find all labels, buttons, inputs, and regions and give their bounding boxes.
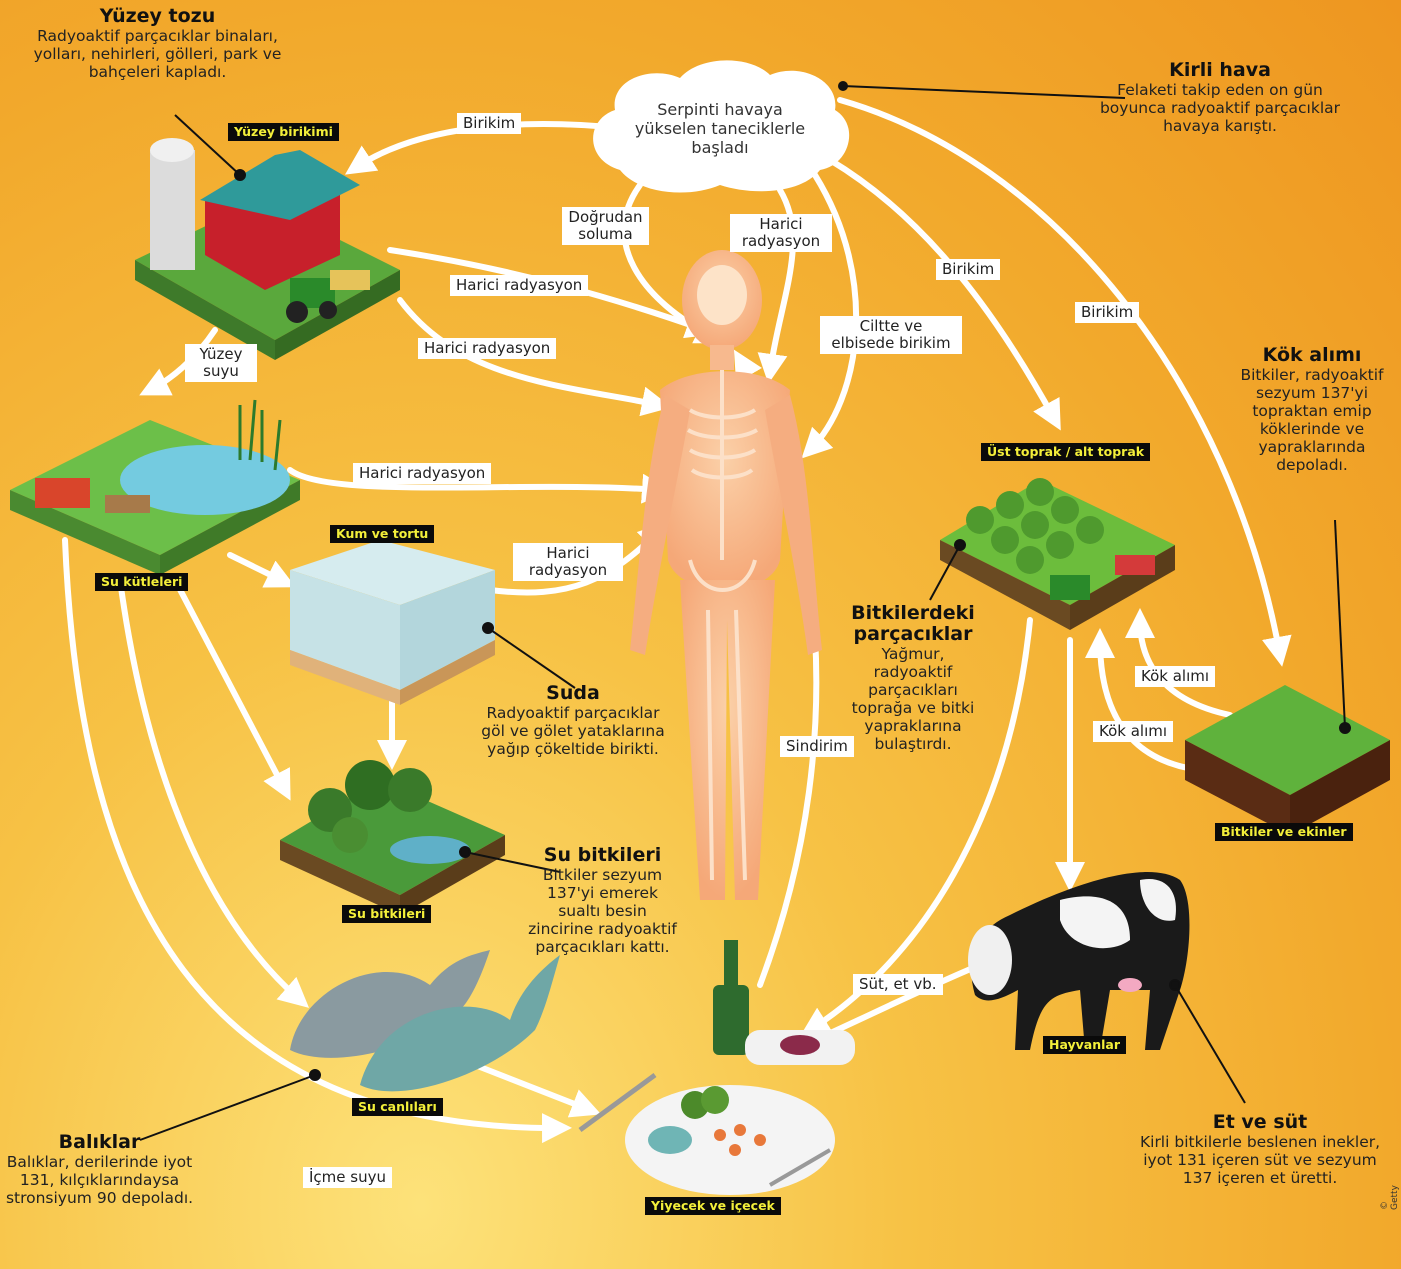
caption-bitkilerdeki-text: Yağmur, radyoaktif parçacıkları toprağa … [848, 645, 978, 753]
caption-su-bitkileri-title: Su bitkileri [525, 845, 680, 866]
caption-yuzey-tozu-title: Yüzey tozu [30, 6, 285, 27]
label-kok-alimi-1: Kök alımı [1135, 666, 1215, 687]
caption-suda-text: Radyoaktif parçacıklar göl ve gölet yata… [478, 704, 668, 758]
tag-ust-toprak: Üst toprak / alt toprak [981, 443, 1150, 461]
tag-hayvanlar: Hayvanlar [1043, 1036, 1126, 1054]
label-sut-et: Süt, et vb. [853, 974, 943, 995]
caption-suda-title: Suda [478, 683, 668, 704]
human-body-illustration [630, 250, 822, 900]
cloud-text: Serpinti havaya yükselen taneciklerle ba… [625, 100, 815, 157]
farm-illustration [135, 138, 400, 360]
label-harici-2: Harici radyasyon [418, 338, 556, 359]
label-harici-4: Harici radyasyon [513, 543, 623, 581]
caption-kok-alimi: Kök alımı Bitkiler, radyoaktif sezyum 13… [1228, 345, 1396, 474]
leader-kirli-hava [843, 86, 1125, 98]
caption-su-bitkileri: Su bitkileri Bitkiler sezyum 137'yi emer… [525, 845, 680, 956]
caption-kirli-hava: Kirli hava Felaketi takip eden on gün bo… [1095, 60, 1345, 135]
caption-kok-alimi-text: Bitkiler, radyoaktif sezyum 137'yi topra… [1228, 366, 1396, 474]
fish-illustration [290, 950, 560, 1091]
caption-yuzey-tozu: Yüzey tozu Radyoaktif parçacıklar binala… [30, 6, 285, 81]
label-dogrudan-soluma: Doğrudan soluma [562, 207, 649, 245]
caption-et-sut-text: Kirli bitkilerle beslenen inekler, iyot … [1135, 1133, 1385, 1187]
tag-bitkiler-ekinler: Bitkiler ve ekinler [1215, 823, 1353, 841]
label-harici-3: Harici radyasyon [353, 463, 491, 484]
label-sindirim: Sindirim [780, 736, 854, 757]
tag-su-kutleleri: Su kütleleri [95, 573, 188, 591]
caption-su-bitkileri-text: Bitkiler sezyum 137'yi emerek sualtı bes… [525, 866, 680, 956]
cow-illustration [968, 872, 1189, 1050]
label-harici-1: Harici radyasyon [450, 275, 588, 296]
caption-kok-alimi-title: Kök alımı [1228, 345, 1396, 366]
tag-su-bitkileri: Su bitkileri [342, 905, 431, 923]
caption-bitkilerdeki-title: Bitkilerdeki parçacıklar [848, 603, 978, 645]
arrow-fish-to-food [475, 1065, 590, 1110]
food-and-drink-illustration [580, 940, 855, 1195]
caption-baliklar-title: Balıklar [2, 1132, 197, 1153]
image-credit: © Getty [1380, 1185, 1400, 1210]
sediment-block [290, 540, 495, 705]
arrow-water-to-plants [175, 580, 285, 790]
tag-yiyecek: Yiyecek ve içecek [645, 1197, 781, 1215]
tag-kum-ve-tortu: Kum ve tortu [330, 525, 434, 543]
label-icme-suyu: İçme suyu [303, 1167, 392, 1188]
tag-yuzey-birikimi: Yüzey birikimi [228, 123, 339, 141]
soil-block [1185, 685, 1390, 835]
tag-su-canlilari: Su canlıları [352, 1098, 443, 1116]
caption-et-sut: Et ve süt Kirli bitkilerle beslenen inek… [1135, 1112, 1385, 1187]
label-harici-cloud: Harici radyasyon [730, 214, 832, 252]
water-body-illustration [10, 400, 300, 575]
caption-kirli-hava-title: Kirli hava [1095, 60, 1345, 81]
label-kok-alimi-2: Kök alımı [1093, 721, 1173, 742]
label-birikim-soil: Birikim [936, 259, 1000, 280]
caption-baliklar: Balıklar Balıklar, derilerinde iyot 131,… [2, 1132, 197, 1207]
leader-dot [838, 81, 848, 91]
label-birikim-crops: Birikim [1075, 302, 1139, 323]
label-birikim-farm: Birikim [457, 113, 521, 134]
caption-yuzey-tozu-text: Radyoaktif parçacıklar binaları, yolları… [30, 27, 285, 81]
caption-baliklar-text: Balıklar, derilerinde iyot 131, kılçıkla… [2, 1153, 197, 1207]
arrow-water-to-sediment [230, 555, 285, 582]
caption-suda: Suda Radyoaktif parçacıklar göl ve gölet… [478, 683, 668, 758]
label-ciltte: Ciltte ve elbisede birikim [820, 316, 962, 354]
aquatic-plants-block [280, 760, 505, 915]
caption-et-sut-title: Et ve süt [1135, 1112, 1385, 1133]
label-yuzey-suyu: Yüzey suyu [185, 344, 257, 382]
caption-kirli-hava-text: Felaketi takip eden on gün boyunca radyo… [1095, 81, 1345, 135]
caption-bitkilerdeki: Bitkilerdeki parçacıklar Yağmur, radyoak… [848, 603, 978, 753]
